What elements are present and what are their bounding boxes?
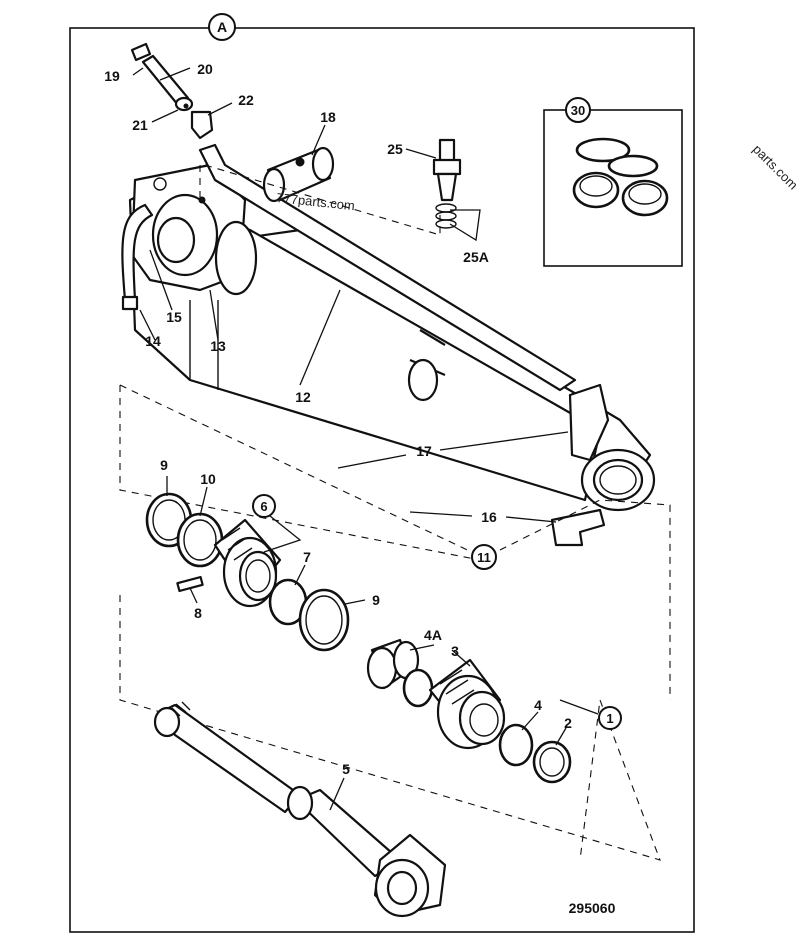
callout-20: 20 xyxy=(197,61,213,77)
piston-6 xyxy=(213,518,282,608)
callout-1-circle: 1 xyxy=(598,706,622,730)
grease-fittings xyxy=(130,42,214,140)
callout-3: 3 xyxy=(451,643,459,659)
callout-13: 13 xyxy=(210,338,226,354)
callout-10: 10 xyxy=(200,471,216,487)
callout-15: 15 xyxy=(166,309,182,325)
callout-25: 25 xyxy=(387,141,403,157)
valve-25 xyxy=(432,138,462,229)
callout-25a: 25A xyxy=(463,249,489,265)
callout-19: 19 xyxy=(104,68,120,84)
view-label-a: A xyxy=(208,13,236,41)
callout-30: 30 xyxy=(571,103,585,118)
guide-lines-upper xyxy=(199,164,441,236)
callout-4: 4 xyxy=(534,697,542,713)
callout-6: 6 xyxy=(260,499,267,514)
callout-18: 18 xyxy=(320,109,336,125)
callout-14: 14 xyxy=(145,333,161,349)
callout-2: 2 xyxy=(564,715,572,731)
callout-12: 12 xyxy=(295,389,311,405)
callout-11: 11 xyxy=(477,550,491,565)
callouts: 19 20 21 22 18 25 25A 15 14 13 12 17 16 … xyxy=(104,61,615,916)
wear-ring-10 xyxy=(176,512,224,568)
callout-11-circle: 11 xyxy=(471,544,497,570)
callout-5: 5 xyxy=(342,761,350,777)
wear-ring-9b xyxy=(298,588,350,652)
gland-3 xyxy=(428,658,506,750)
cylinder-assembly xyxy=(121,143,656,547)
callout-8: 8 xyxy=(194,605,202,621)
o-ring-gland xyxy=(402,668,434,708)
kit-ring-2 xyxy=(607,154,659,178)
view-label-text: A xyxy=(217,19,227,35)
callout-22: 22 xyxy=(238,92,254,108)
callout-1: 1 xyxy=(606,711,613,726)
diagram-frame xyxy=(69,27,695,933)
kit-ring-3 xyxy=(572,171,620,209)
seal-kit-box: 30 xyxy=(543,97,683,267)
seal-4 xyxy=(498,723,534,767)
callout-6-circle: 6 xyxy=(252,494,276,518)
callout-9-upper: 9 xyxy=(160,457,168,473)
callout-21: 21 xyxy=(132,117,148,133)
callout-16: 16 xyxy=(481,509,497,525)
drawing-number: 295060 xyxy=(569,900,616,916)
wiper-2 xyxy=(532,740,572,784)
callout-17: 17 xyxy=(416,443,432,459)
exploded-outline-lower xyxy=(119,595,661,861)
sleeve-18 xyxy=(262,146,335,203)
kit-ring-4 xyxy=(621,179,669,217)
piston-rod-5 xyxy=(153,701,447,918)
pin-8 xyxy=(176,575,204,593)
kit-ring-1 xyxy=(575,137,631,163)
leader-lines xyxy=(132,67,599,811)
callout-4a: 4A xyxy=(424,627,442,643)
callout-9-lower: 9 xyxy=(372,592,380,608)
callout-7: 7 xyxy=(303,549,311,565)
exploded-outline-upper xyxy=(119,384,671,700)
edge-watermark: parts.com xyxy=(750,142,800,193)
